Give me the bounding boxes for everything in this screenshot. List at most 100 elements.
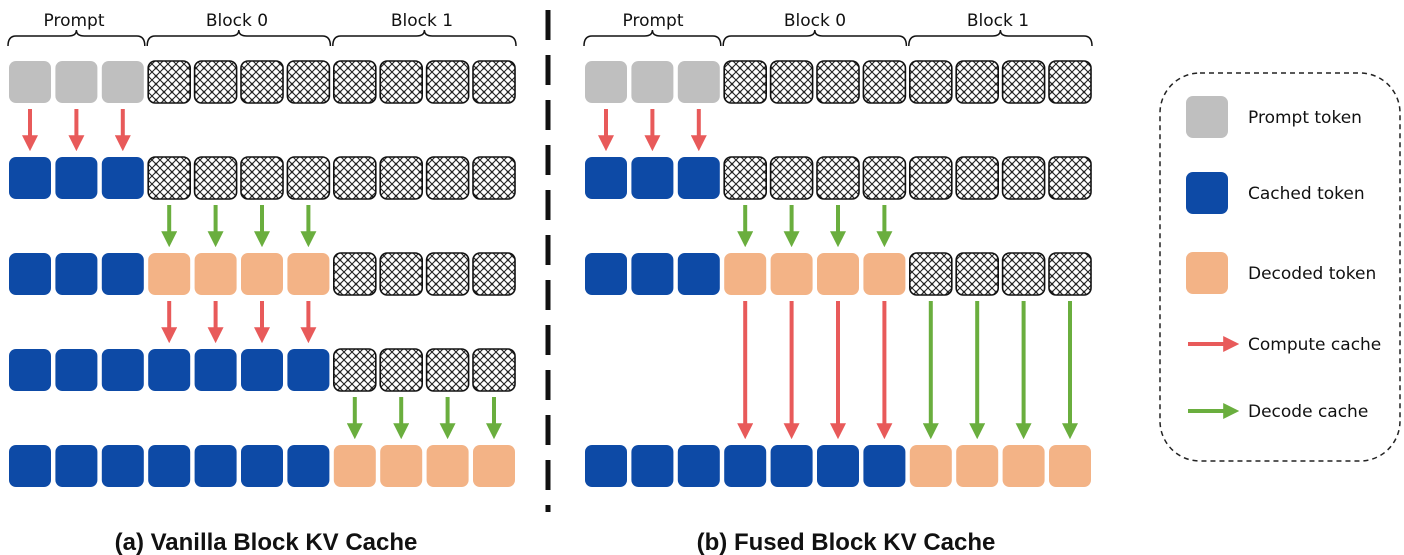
cached-token <box>863 445 906 487</box>
cached-token <box>677 445 720 487</box>
cached-token <box>241 445 283 487</box>
cached-token <box>770 445 813 487</box>
header-prompt: Prompt <box>623 11 684 31</box>
caption-vanilla: (a) Vanilla Block KV Cache <box>115 529 418 555</box>
group-bracket <box>146 29 332 47</box>
empty-token <box>908 60 953 104</box>
group-bracket <box>908 29 1093 47</box>
legend-item-decoded: Decoded token <box>1186 252 1376 294</box>
header-block0: Block 0 <box>784 11 846 31</box>
decoded-token <box>817 253 859 295</box>
legend-label: Prompt token <box>1248 108 1362 128</box>
empty-token <box>379 252 424 296</box>
prompt-token <box>677 61 720 103</box>
decoded-token <box>770 253 813 295</box>
cached-token <box>194 445 237 487</box>
cached-token <box>55 157 98 199</box>
prompt-token <box>631 61 674 103</box>
empty-token <box>472 348 516 392</box>
header-block1: Block 1 <box>391 11 453 31</box>
cached-token <box>9 349 51 391</box>
empty-token <box>425 252 470 296</box>
decoded-token <box>863 253 906 295</box>
empty-token <box>472 252 516 296</box>
empty-token <box>379 60 424 104</box>
empty-token <box>379 156 424 200</box>
cached-token <box>677 157 720 199</box>
decoded-token <box>194 253 237 295</box>
empty-token <box>286 60 331 104</box>
cached-token <box>585 445 627 487</box>
empty-token <box>1048 252 1092 296</box>
empty-token <box>472 60 516 104</box>
cached-token <box>631 445 674 487</box>
panel-fused: Prompt Block 0 Block 1 (b) Fused Block K… <box>583 11 1093 555</box>
empty-token <box>816 156 860 200</box>
empty-token <box>147 60 191 104</box>
cached-token <box>817 445 859 487</box>
decoded-token <box>909 445 952 487</box>
empty-token <box>425 156 470 200</box>
empty-token <box>332 252 377 296</box>
cached-token <box>101 253 144 295</box>
empty-token <box>908 156 953 200</box>
cached-token <box>55 253 98 295</box>
decoded-token <box>380 445 423 487</box>
empty-token <box>193 60 238 104</box>
empty-token <box>862 156 907 200</box>
empty-token <box>332 156 377 200</box>
panel-vanilla: Prompt Block 0 Block 1 (a) Vanilla Block… <box>7 11 517 555</box>
empty-token <box>862 60 907 104</box>
prompt-swatch <box>1186 96 1228 138</box>
decoded-token <box>333 445 376 487</box>
decoded-token <box>724 253 767 295</box>
cached-token <box>631 253 674 295</box>
cached-token <box>194 349 237 391</box>
empty-token <box>955 252 1000 296</box>
empty-token <box>1001 60 1046 104</box>
prompt-token <box>55 61 98 103</box>
cached-token <box>9 445 51 487</box>
group-bracket <box>7 29 146 47</box>
empty-token <box>379 348 424 392</box>
cached-token <box>101 445 144 487</box>
empty-token <box>286 156 331 200</box>
decoded-token <box>426 445 469 487</box>
cached-token <box>724 445 767 487</box>
legend-label: Compute cache <box>1248 335 1381 355</box>
empty-token <box>955 60 1000 104</box>
empty-token <box>1048 60 1092 104</box>
cached-token <box>55 445 98 487</box>
empty-token <box>908 252 953 296</box>
decoded-token <box>1049 445 1091 487</box>
empty-token <box>332 60 377 104</box>
empty-token <box>1001 156 1046 200</box>
empty-token <box>332 348 377 392</box>
empty-token <box>425 60 470 104</box>
cached-token <box>101 349 144 391</box>
cached-token <box>9 253 51 295</box>
empty-token <box>816 60 860 104</box>
cached-token <box>585 157 627 199</box>
cached-swatch <box>1186 172 1228 214</box>
legend-label: Cached token <box>1248 184 1365 204</box>
prompt-token <box>9 61 51 103</box>
empty-token <box>955 156 1000 200</box>
cached-token <box>585 253 627 295</box>
cached-token <box>9 157 51 199</box>
group-bracket <box>722 29 908 47</box>
legend-label: Decode cache <box>1248 402 1368 422</box>
cached-token <box>631 157 674 199</box>
legend-item-decode: Decode cache <box>1188 402 1368 422</box>
header-block0: Block 0 <box>206 11 268 31</box>
cached-token <box>148 445 191 487</box>
decoded-swatch <box>1186 252 1228 294</box>
legend-label: Decoded token <box>1248 264 1376 284</box>
cache-arrows <box>598 109 1078 440</box>
header-prompt: Prompt <box>44 11 105 31</box>
decoded-token <box>1002 445 1045 487</box>
token-grid <box>9 60 516 487</box>
empty-token <box>1001 252 1046 296</box>
